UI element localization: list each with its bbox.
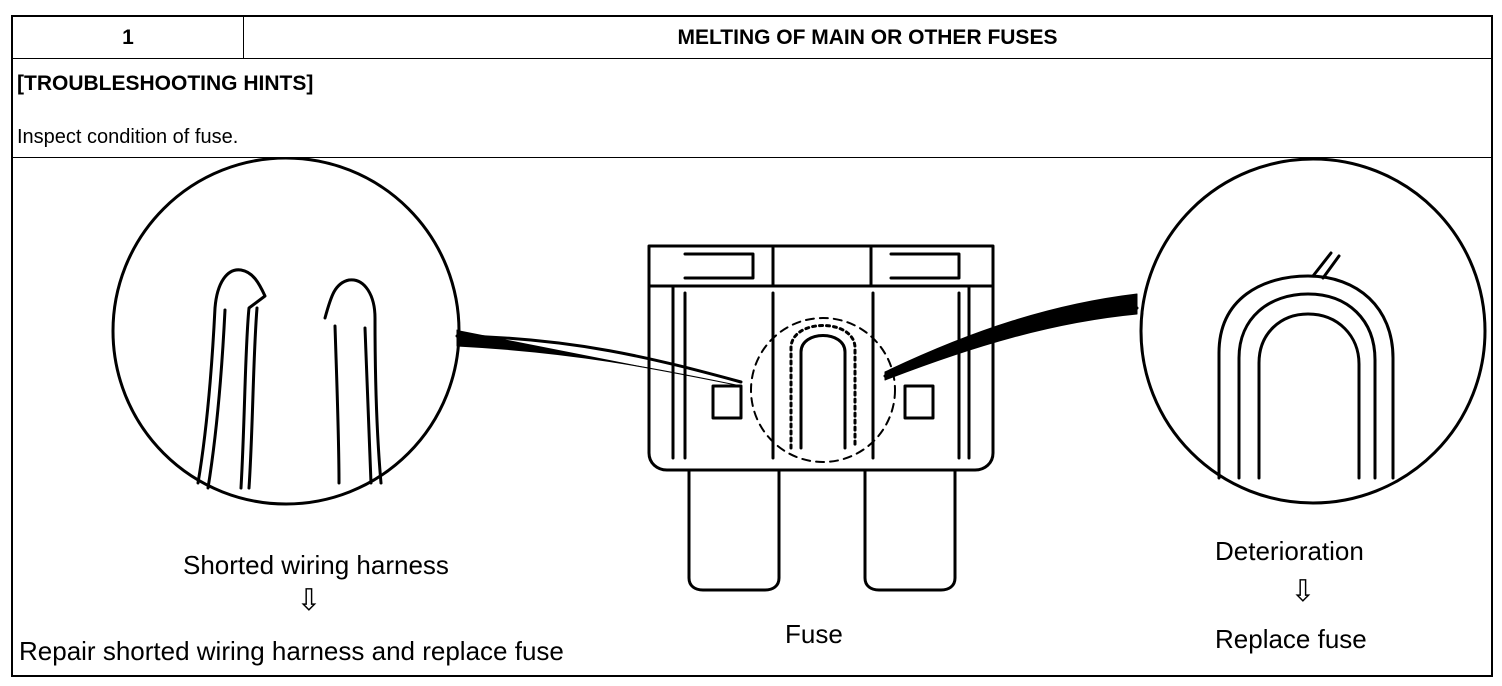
header-row: 1 MELTING OF MAIN OR OTHER FUSES [13, 17, 1491, 59]
left-arrow-icon: ⇩ [296, 583, 321, 618]
fuse-illustration: ⇩ ⇩ Shorted wiring harness Repair shorte… [13, 156, 1491, 675]
fuse-body [647, 244, 995, 592]
shorted-wire-drawing [196, 268, 383, 490]
step-title: MELTING OF MAIN OR OTHER FUSES [677, 25, 1058, 49]
left-cause-label: Shorted wiring harness [183, 550, 449, 580]
hints-text: Inspect condition of fuse. [17, 126, 239, 148]
left-magnifier-circle [111, 156, 461, 506]
hints-heading: [TROUBLESHOOTING HINTS] [17, 72, 314, 95]
right-remedy-label: Replace fuse [1215, 624, 1367, 654]
troubleshooting-sheet: 1 MELTING OF MAIN OR OTHER FUSES [TROUBL… [11, 15, 1493, 677]
right-arrow-icon: ⇩ [1290, 574, 1315, 609]
deteriorated-element-drawing [1217, 251, 1395, 480]
hints-divider [13, 157, 1491, 158]
step-number: 1 [13, 17, 244, 58]
right-cause-label: Deterioration [1215, 536, 1364, 566]
right-magnifier-circle [1139, 157, 1487, 505]
fuse-diagram: ⇩ ⇩ [111, 156, 1487, 618]
fuse-label: Fuse [785, 619, 843, 649]
left-remedy-label: Repair shorted wiring harness and replac… [19, 636, 564, 666]
